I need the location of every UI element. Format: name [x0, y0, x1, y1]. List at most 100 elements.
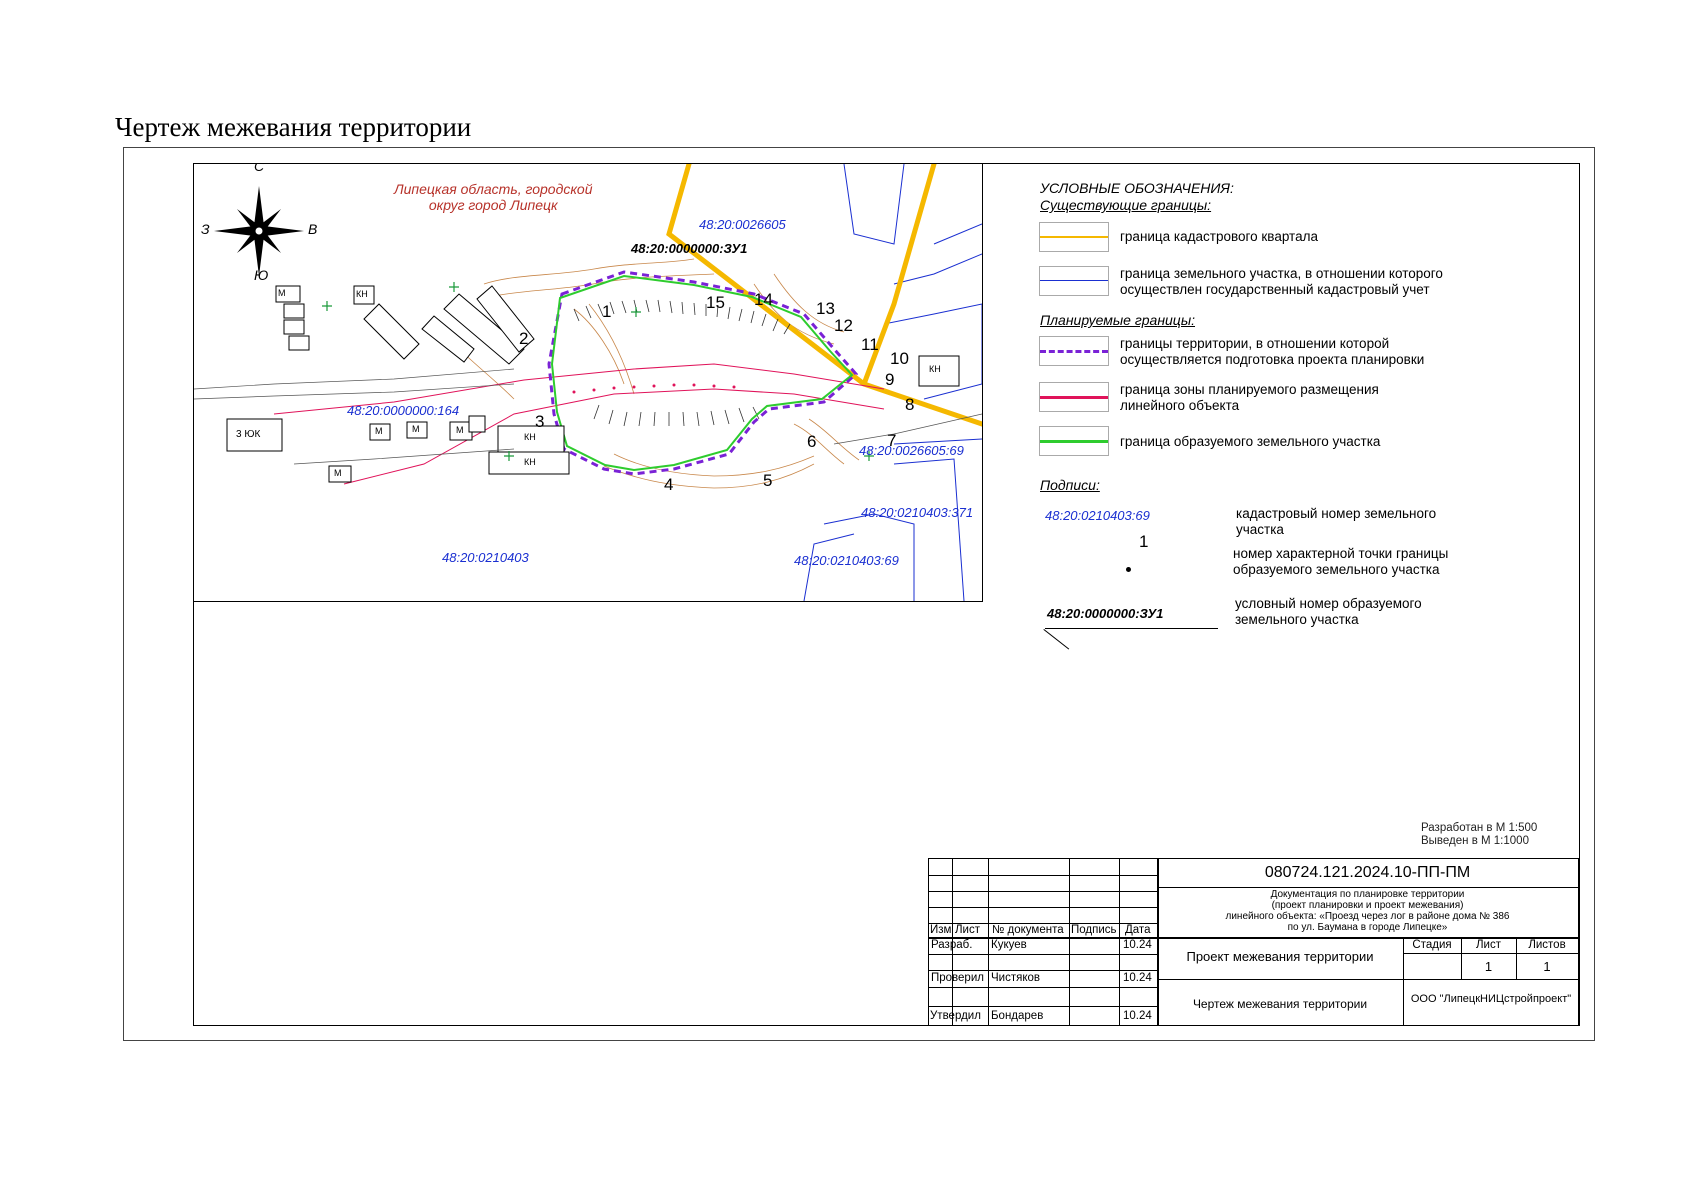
project-name: Проект межевания территории — [1186, 949, 1374, 964]
stage-header: Стадия — [1412, 939, 1452, 951]
legend-text-linear: граница зоны планируемого размещения лин… — [1120, 382, 1379, 414]
legend-text-new-parcel: граница образуемого земельного участка — [1120, 434, 1381, 449]
row-role: Проверил — [931, 972, 984, 984]
cadastral-label[interactable]: 48:20:0026605 — [699, 217, 786, 232]
scale-line1: Разработан в М 1:500 — [1421, 822, 1538, 834]
cadastral-label[interactable]: 48:20:0210403 — [442, 550, 529, 565]
linear-zone — [273, 363, 885, 485]
boundary-point-label: 2 — [519, 329, 529, 348]
legend-point-text-line1: номер характерной точки границы — [1233, 546, 1449, 561]
sheet-name: Чертеж межевания территории — [1192, 997, 1368, 1011]
building-label: КН — [356, 289, 368, 299]
boundary-point-label: 15 — [706, 293, 725, 312]
region-label-line1: Липецкая область, городской — [394, 181, 593, 197]
building-label: М — [456, 425, 464, 435]
header-sign: Подпись — [1071, 924, 1117, 936]
page-title: Чертеж межевания территории — [115, 112, 472, 142]
legend-existing-header: Существующие границы: — [1040, 197, 1212, 213]
header-doc: № документа — [992, 924, 1064, 936]
legend-zu-text-line2: земельного участка — [1235, 612, 1359, 627]
building-label: М — [412, 424, 420, 434]
organization: ООО "ЛипецкНИЦстройпроект" — [1410, 993, 1572, 1005]
boundary-point-label: 11 — [861, 335, 879, 354]
row-date: 10.24 — [1123, 939, 1152, 951]
legend-text-territory: границы территории, в отношении которой … — [1120, 336, 1424, 368]
territory-boundary — [547, 270, 859, 476]
compass-west-label: З — [201, 221, 210, 237]
legend-text-territory-line2: осуществляется подготовка проекта планир… — [1120, 352, 1425, 367]
boundary-point-label: 14 — [754, 290, 773, 309]
building-label: М — [278, 288, 286, 298]
legend-text-parcel-line1: граница земельного участка, в отношении … — [1120, 266, 1443, 281]
boundary-point-label: 4 — [664, 475, 674, 494]
scale-note: Разработан в М 1:500 Выведен в М 1:1000 — [1421, 822, 1537, 848]
cadastral-label[interactable]: 48:20:0210403:371 — [861, 505, 974, 520]
legend-cadnum-text-line2: участка — [1236, 522, 1284, 537]
compass-south-label: Ю — [254, 267, 269, 283]
legend-planned-header: Планируемые границы: — [1040, 312, 1196, 328]
legend-text-quarter: граница кадастрового квартала — [1120, 229, 1318, 244]
legend-swatch-territory — [1039, 336, 1109, 366]
legend-cadnum-example: 48:20:0210403:69 — [1045, 508, 1150, 523]
street-lines — [194, 368, 982, 465]
legend-zu-example: 48:20:0000000:ЗУ1 — [1047, 606, 1164, 621]
list-value: 1 — [1484, 959, 1493, 974]
legend-point-example: 1 — [1139, 532, 1149, 551]
row-role: Утвердил — [930, 1010, 981, 1022]
row-name: Чистяков — [991, 972, 1040, 984]
cadastral-label[interactable]: 48:20:0026605:69 — [859, 443, 964, 458]
legend-text-territory-line1: границы территории, в отношении которой — [1120, 336, 1390, 351]
building-label: КН — [929, 364, 941, 374]
legend-cadnum-text-line1: кадастровый номер земельного — [1236, 506, 1437, 521]
linear-zone-dots — [572, 383, 736, 394]
legend: УСЛОВНЫЕ ОБОЗНАЧЕНИЯ: Существующие грани… — [1035, 180, 1595, 680]
legend-swatch-parcel — [1039, 266, 1109, 296]
list-header: Лист — [1476, 939, 1501, 951]
boundary-point-label: 10 — [890, 349, 909, 368]
legend-text-parcel-line2: осуществлен государственный кадастровый … — [1120, 282, 1430, 297]
building-label: КН — [524, 457, 536, 467]
legend-zu-text: условный номер образуемого земельного уч… — [1235, 596, 1422, 628]
region-label-line2: округ город Липецк — [428, 197, 558, 213]
doc-line4: по ул. Баумана в городе Липецке» — [1287, 922, 1448, 933]
legend-text-linear-line2: линейного объекта — [1120, 398, 1240, 413]
legend-point-dot — [1126, 567, 1131, 572]
map-panel[interactable]: С Ю З В Липецкая область, городской окру… — [193, 163, 983, 602]
title-block: 080724.121.2024.10-ПП-ПМ Документация по… — [928, 858, 1579, 1026]
building-label: КН — [524, 432, 536, 442]
legend-text-linear-line1: граница зоны планируемого размещения — [1120, 382, 1379, 397]
boundary-point-label: 9 — [885, 370, 895, 389]
doc-line2: (проект планировки и проект межевания) — [1271, 900, 1464, 911]
row-name: Кукуев — [991, 939, 1027, 951]
legend-swatch-linear — [1039, 382, 1109, 412]
compass-north-label: С — [254, 163, 265, 174]
survey-crosses — [322, 282, 874, 461]
lists-header: Листов — [1528, 939, 1566, 951]
new-parcel-boundary — [550, 274, 854, 472]
map-drawing — [194, 164, 982, 601]
document-code: 080724.121.2024.10-ПП-ПМ — [1264, 864, 1471, 881]
doc-line1: Документация по планировке территории — [1270, 889, 1465, 900]
boundary-point-label: 7 — [887, 431, 897, 450]
boundary-point-label: 13 — [816, 299, 835, 318]
parcel-boundaries — [803, 164, 982, 601]
row-date: 10.24 — [1123, 1010, 1152, 1022]
new-parcel-label[interactable]: 48:20:0000000:ЗУ1 — [631, 241, 748, 256]
row-name: Бондарев — [991, 1010, 1044, 1022]
boundary-point-label: 12 — [834, 316, 853, 335]
sheet-border — [123, 147, 1595, 1041]
compass-rose — [214, 186, 304, 276]
boundary-point-label: 1 — [602, 302, 612, 321]
legend-point-text: номер характерной точки границы образуем… — [1233, 546, 1448, 578]
row-date: 10.24 — [1123, 972, 1152, 984]
header-date: Дата — [1125, 924, 1151, 936]
compass-east-label: В — [308, 221, 318, 237]
legend-text-parcel: граница земельного участка, в отношении … — [1120, 266, 1443, 298]
legend-captions-header: Подписи: — [1040, 477, 1100, 493]
legend-zu-leader-tail — [1043, 629, 1070, 650]
boundary-point-label: 5 — [763, 471, 773, 490]
legend-swatch-new-parcel — [1039, 426, 1109, 456]
cadastral-label[interactable]: 48:20:0210403:69 — [794, 553, 899, 568]
building-label: М — [375, 426, 383, 436]
cadastral-label[interactable]: 48:20:0000000:164 — [347, 403, 460, 418]
